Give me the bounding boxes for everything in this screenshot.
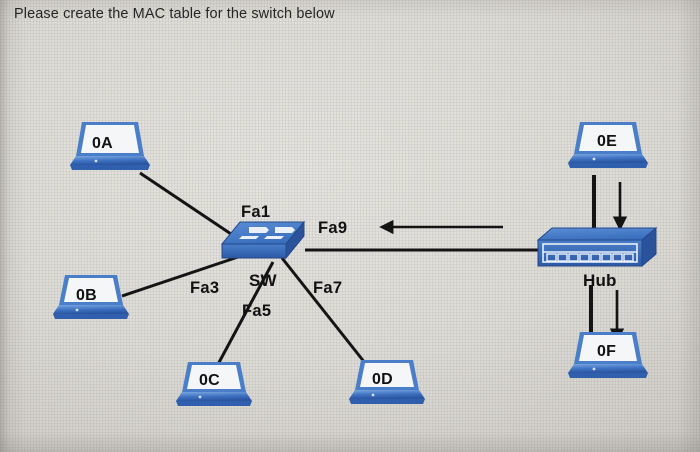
cable-0d-to-sw — [280, 257, 371, 369]
host-label-0e: 0E — [597, 133, 617, 150]
host-label-0b: 0B — [76, 287, 97, 304]
laptop-icon-0e[interactable] — [568, 122, 648, 168]
port-label-fa5: Fa5 — [242, 302, 272, 320]
laptop-icon-0b[interactable] — [53, 275, 129, 319]
port-label-fa3: Fa3 — [190, 279, 220, 297]
laptop-icon-0a[interactable] — [70, 122, 150, 170]
port-label-fa1: Fa1 — [241, 203, 271, 221]
port-label-fa7: Fa7 — [313, 279, 343, 297]
cable-0c-to-sw — [214, 261, 275, 369]
cable-0b-to-sw — [121, 254, 242, 298]
host-label-0a: 0A — [92, 135, 113, 152]
hub-ports — [546, 253, 634, 262]
host-label-0c: 0C — [199, 372, 220, 389]
laptop-icon-0c[interactable] — [176, 362, 252, 406]
cable-0a-to-sw — [139, 171, 241, 242]
hub-label: Hub — [583, 271, 617, 290]
host-label-0d: 0D — [372, 371, 393, 388]
question-prompt: Please create the MAC table for the swit… — [14, 6, 335, 22]
host-label-0f: 0F — [597, 343, 617, 360]
port-label-fa9: Fa9 — [318, 219, 348, 237]
hub-icon[interactable] — [536, 226, 658, 268]
switch-label: SW — [249, 271, 277, 290]
hub-faceplate — [542, 243, 638, 263]
switch-icon[interactable] — [220, 220, 306, 260]
switch-top-arrows — [239, 227, 295, 239]
laptop-icon-0f[interactable] — [568, 332, 648, 378]
traffic-arrows — [379, 182, 628, 343]
cable-links — [121, 171, 596, 369]
laptop-icon-0d[interactable] — [349, 360, 425, 404]
